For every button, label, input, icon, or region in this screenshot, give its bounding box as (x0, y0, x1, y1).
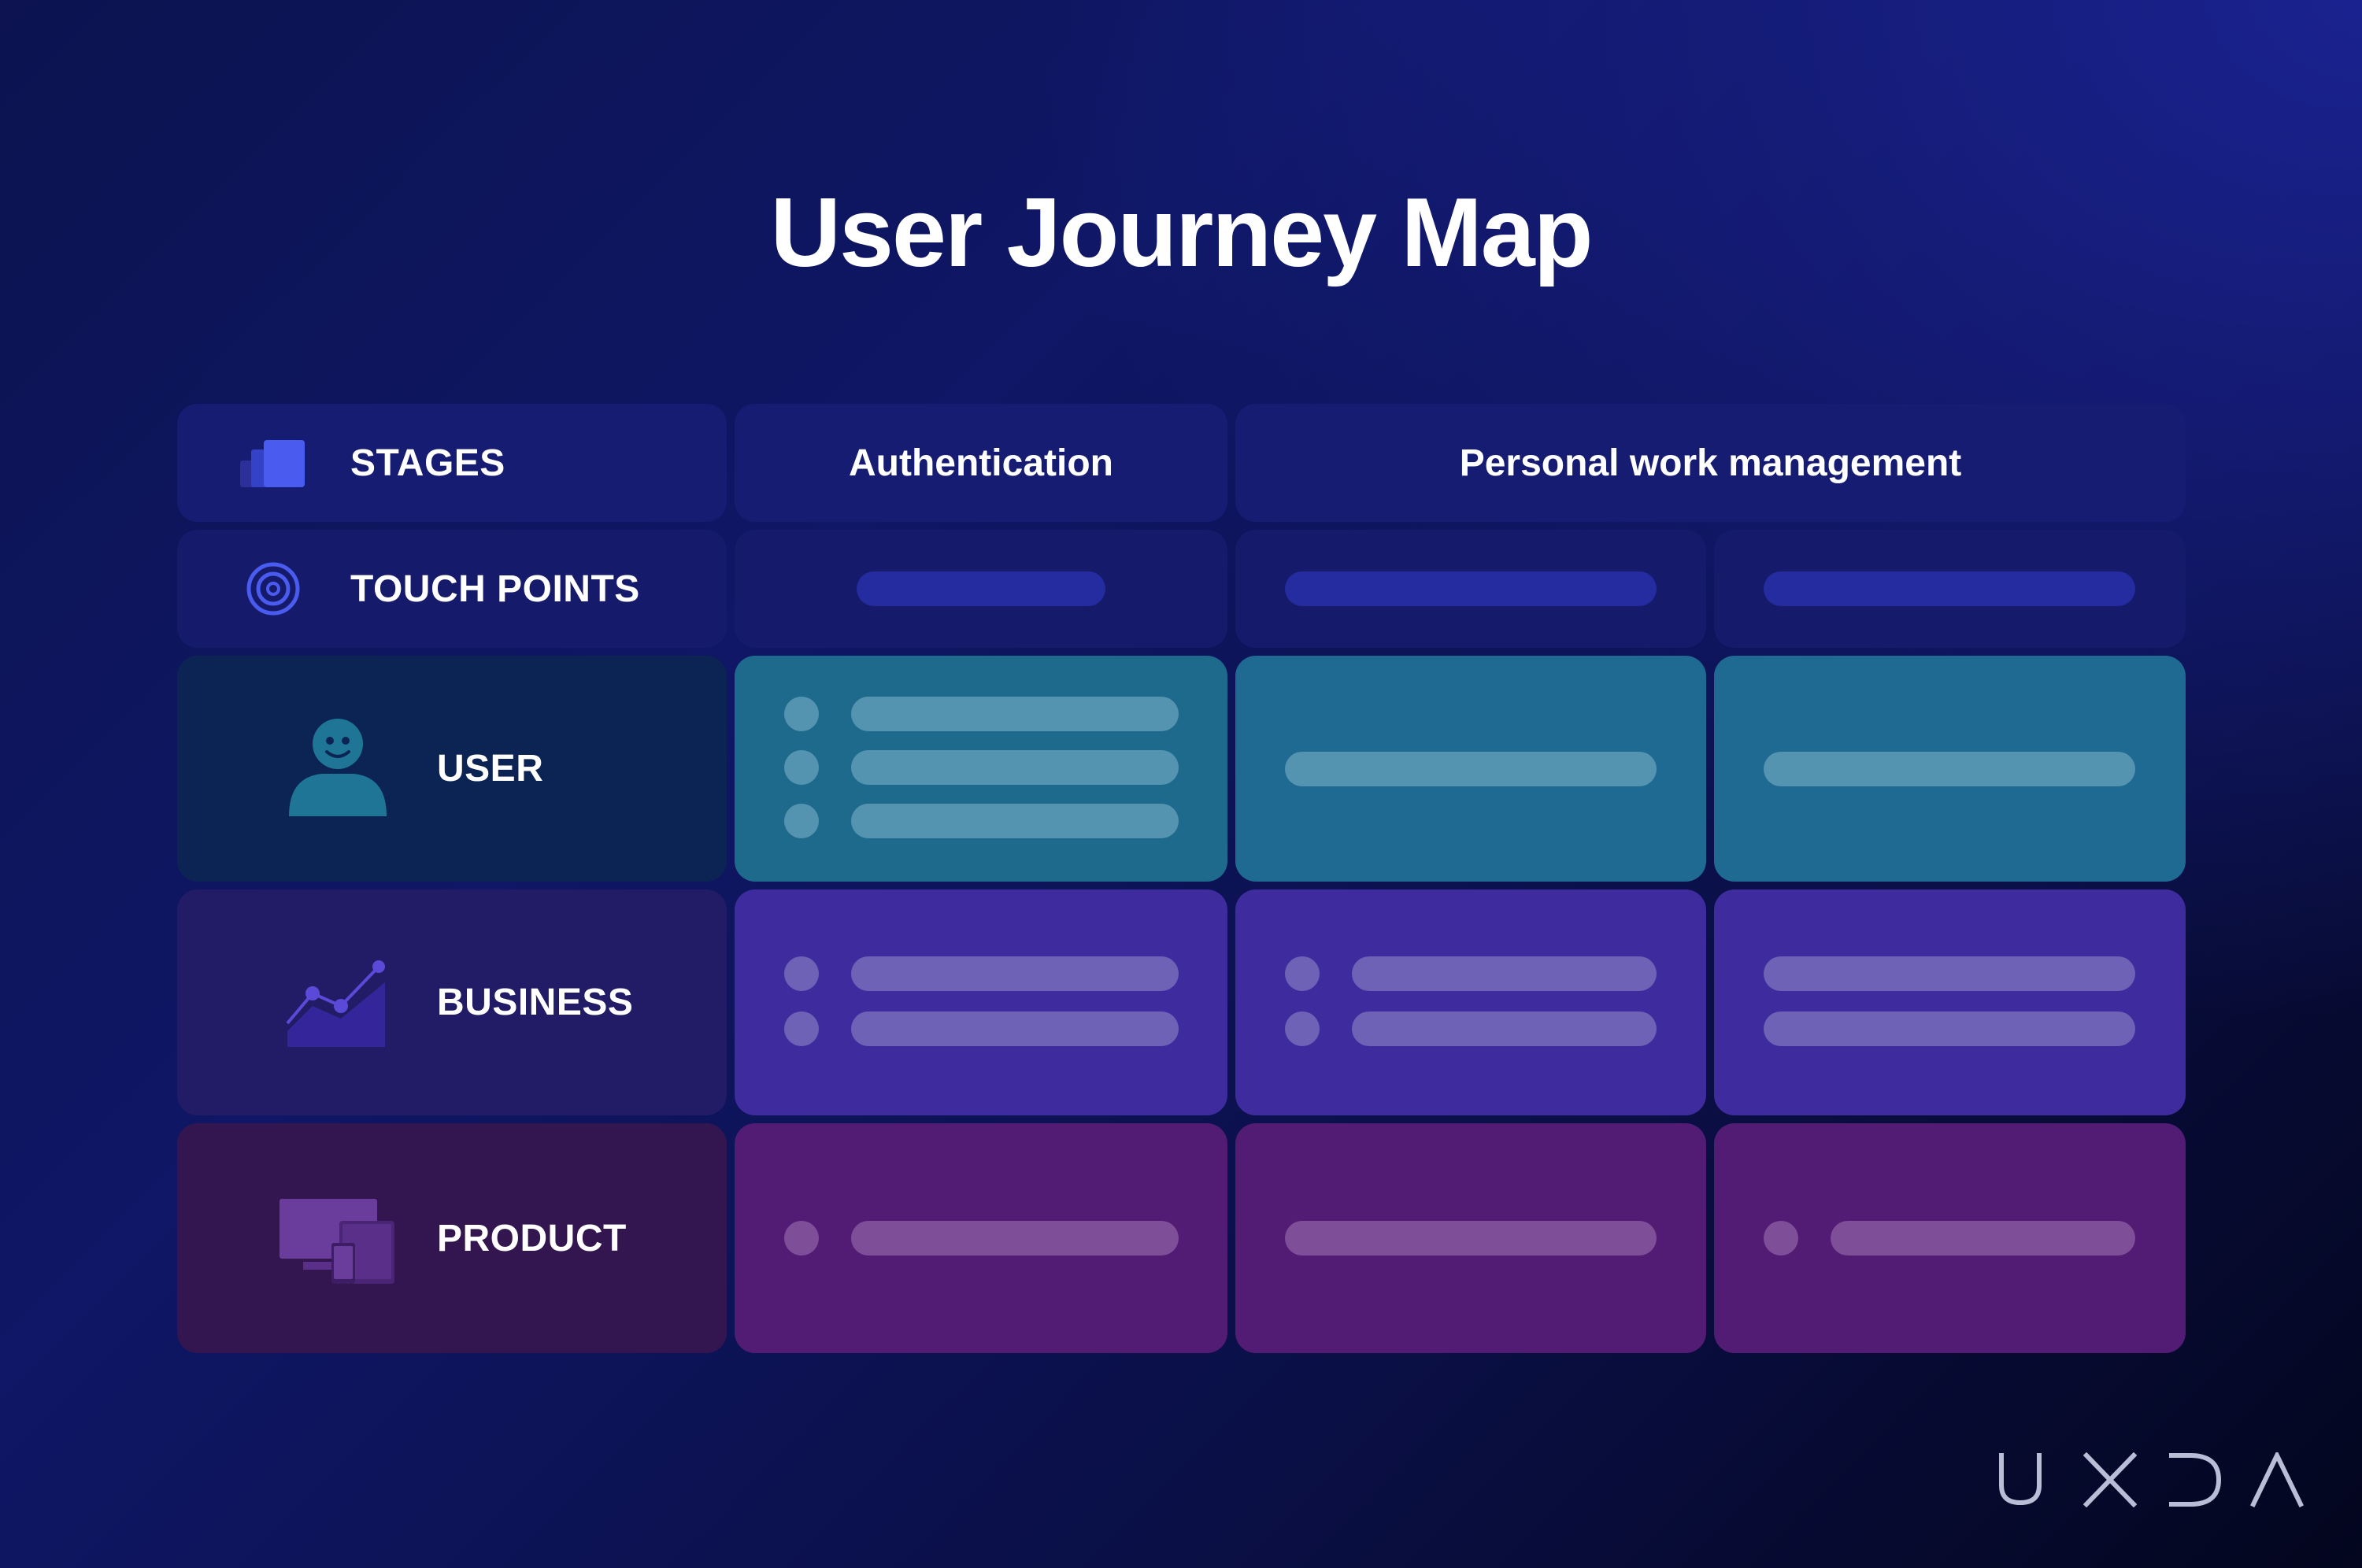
touch-point-cell (1235, 530, 1706, 648)
product-pwm-cell-2 (1714, 1123, 2186, 1353)
business-pwm-cell-1 (1235, 889, 1706, 1115)
bullet-dot (1285, 1011, 1320, 1046)
placeholder-bar (1764, 956, 2135, 991)
stage-authentication-label: Authentication (849, 442, 1113, 484)
placeholder-bar (851, 1011, 1179, 1046)
placeholder-bar (1285, 571, 1657, 606)
user-pwm-cell-1 (1235, 656, 1706, 882)
user-pwm-cell-2 (1714, 656, 2186, 882)
bullet-dot (784, 697, 819, 731)
placeholder-bar (851, 1221, 1179, 1256)
uxda-logo (1999, 1452, 2304, 1507)
placeholder-bar (1285, 752, 1657, 786)
product-pwm-cell-1 (1235, 1123, 1706, 1353)
user-auth-cell (735, 656, 1227, 882)
placeholder-bar (1352, 956, 1657, 991)
bullet-dot (784, 1011, 819, 1046)
stage-personal-work-management-label: Personal work management (1459, 442, 1962, 484)
bullet-dot (784, 804, 819, 838)
stages-icon (240, 440, 305, 487)
placeholder-bar (1352, 1011, 1657, 1046)
touch-points-label-cell: TOUCH POINTS (177, 530, 727, 648)
product-auth-cell (735, 1123, 1227, 1353)
stages-label-cell: STAGES (177, 404, 727, 522)
placeholder-bar (851, 697, 1179, 731)
placeholder-bar (851, 804, 1179, 838)
touch-point-cell (735, 530, 1227, 648)
target-icon (246, 562, 300, 616)
business-pwm-cell-2 (1714, 889, 2186, 1115)
placeholder-bar (1764, 571, 2135, 606)
user-icon (289, 719, 387, 816)
bullet-dot (784, 750, 819, 785)
touch-points-label: TOUCH POINTS (350, 568, 640, 610)
stage-authentication: Authentication (735, 404, 1227, 522)
devices-icon (280, 1199, 394, 1284)
placeholder-bar (1285, 1221, 1657, 1256)
touch-point-cell (1714, 530, 2186, 648)
placeholder-bar (1764, 752, 2135, 786)
placeholder-bar (857, 571, 1105, 606)
product-label: PRODUCT (437, 1217, 627, 1259)
bullet-dot (784, 1221, 819, 1256)
business-auth-cell (735, 889, 1227, 1115)
product-label-cell: PRODUCT (177, 1123, 727, 1353)
page-title: User Journey Map (770, 179, 1593, 287)
bullet-dot (1764, 1221, 1798, 1256)
business-label-cell: BUSINESS (177, 889, 727, 1115)
placeholder-bar (1764, 1011, 2135, 1046)
stages-label: STAGES (350, 442, 505, 484)
user-label: USER (437, 748, 544, 790)
business-label: BUSINESS (437, 982, 634, 1023)
bullet-dot (784, 956, 819, 991)
bullet-dot (1285, 956, 1320, 991)
stage-personal-work-management: Personal work management (1235, 404, 2186, 522)
placeholder-bar (851, 750, 1179, 785)
placeholder-bar (1831, 1221, 2135, 1256)
user-label-cell: USER (177, 656, 727, 882)
chart-growth-icon (286, 960, 385, 1047)
placeholder-bar (851, 956, 1179, 991)
